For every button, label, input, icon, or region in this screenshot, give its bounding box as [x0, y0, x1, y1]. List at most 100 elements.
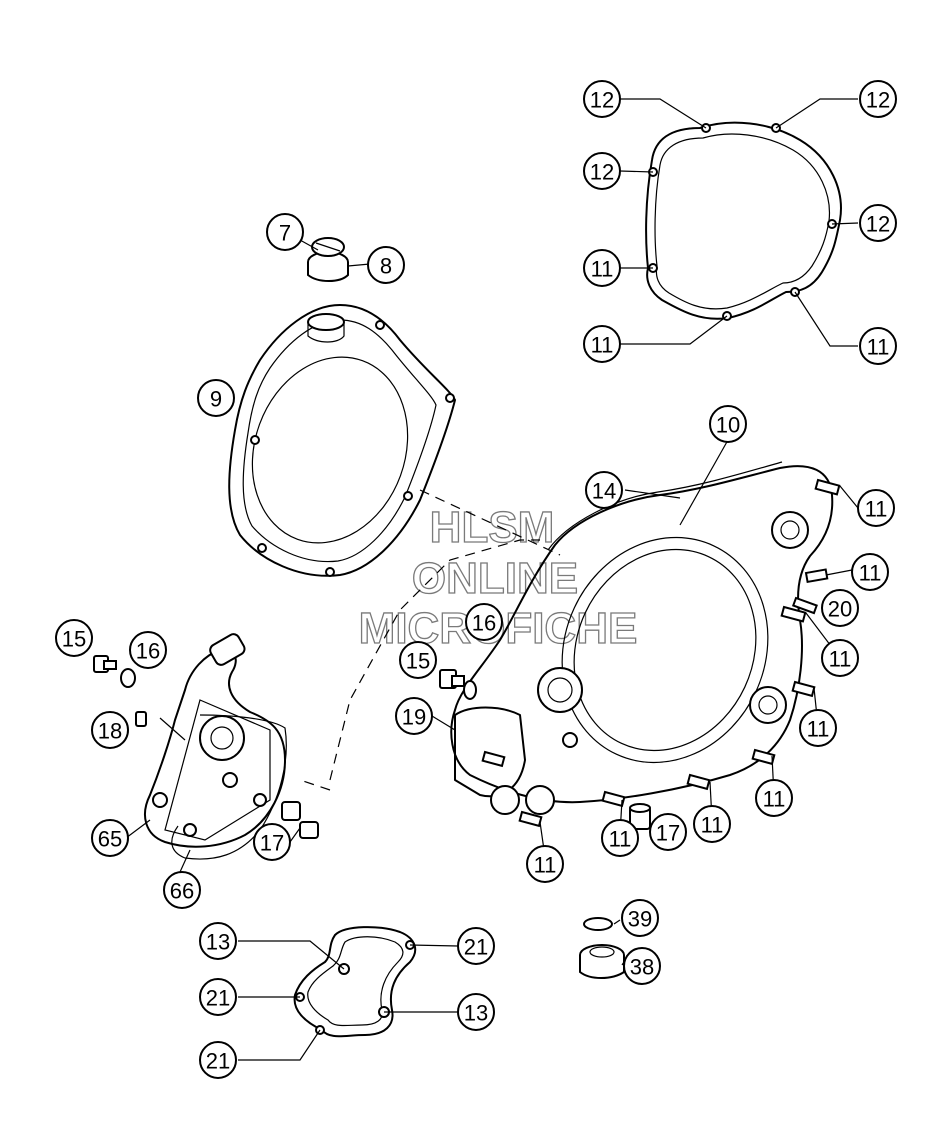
callout-circle	[851, 553, 889, 591]
callout-label: 13	[464, 1001, 488, 1026]
watermark-line-1: HLSM	[430, 503, 555, 552]
callout-66: 66	[163, 871, 201, 909]
callout-circle	[91, 819, 129, 857]
dowel-pin	[791, 596, 818, 615]
callout-label: 15	[406, 649, 430, 674]
water-pump-cover	[144, 633, 286, 848]
callout-13: 13	[199, 922, 237, 960]
dowel-sleeves-left	[281, 801, 319, 839]
callout-label: 21	[464, 935, 488, 960]
callout-9: 9	[197, 379, 235, 417]
outer-clutch-cover	[228, 304, 456, 577]
callout-17: 17	[649, 813, 687, 851]
callout-circle	[799, 709, 837, 747]
callout-circle	[199, 922, 237, 960]
callout-circle	[621, 899, 659, 937]
callout-circle	[129, 631, 167, 669]
assembly-line-2	[419, 489, 561, 556]
callout-11: 11	[859, 327, 897, 365]
bolts	[481, 478, 841, 828]
callout-label: 16	[136, 639, 160, 664]
callout-circle	[457, 927, 495, 965]
callout-label: 11	[609, 827, 632, 852]
callout-circle	[693, 805, 731, 843]
callout-circle	[601, 819, 639, 857]
dowel-sleeve	[629, 803, 651, 830]
callout-label: 12	[866, 212, 890, 237]
callout-65: 65	[91, 819, 129, 857]
callout-11: 11	[821, 639, 859, 677]
callout-circle	[583, 152, 621, 190]
callout-7: 7	[266, 213, 304, 251]
callout-circle	[755, 779, 793, 817]
callout-11: 11	[583, 325, 621, 363]
callout-11: 11	[799, 709, 837, 747]
callout-circle	[583, 249, 621, 287]
callout-12: 12	[859, 204, 897, 242]
drain-plug	[439, 669, 477, 700]
callout-label: 11	[807, 717, 830, 742]
callout-label: 11	[859, 561, 882, 586]
callout-label: 11	[701, 813, 724, 838]
callout-label: 8	[380, 254, 392, 279]
callout-circle	[623, 947, 661, 985]
assembly-line-3	[299, 779, 331, 791]
callout-label: 11	[534, 853, 557, 878]
callout-circle	[199, 1041, 237, 1079]
callout-label: 9	[210, 387, 222, 412]
callout-circle	[199, 978, 237, 1016]
callout-38: 38	[623, 947, 661, 985]
callout-21: 21	[199, 978, 237, 1016]
callout-circle	[709, 405, 747, 443]
callout-12: 12	[583, 152, 621, 190]
callout-label: 11	[867, 335, 890, 360]
callout-label: 11	[763, 787, 786, 812]
callout-circle	[859, 204, 897, 242]
left-nipple	[135, 711, 147, 727]
callout-circle	[457, 993, 495, 1031]
oil-filler-plug	[307, 237, 349, 282]
water-pump-cover-gasket	[293, 926, 417, 1038]
callout-label: 11	[829, 647, 852, 672]
bottom-gasket-leaders	[238, 940, 459, 1061]
callout-15: 15	[55, 619, 93, 657]
callout-label: 66	[170, 879, 194, 904]
callout-16: 16	[129, 631, 167, 669]
callout-circle	[465, 603, 503, 641]
callout-label: 38	[630, 955, 654, 980]
callout-label: 21	[206, 986, 230, 1011]
callout-circle	[253, 823, 291, 861]
callout-circle	[91, 711, 129, 749]
callout-circle	[583, 80, 621, 118]
callout-17: 17	[253, 823, 291, 861]
callout-circle	[55, 619, 93, 657]
watermark-line-2: ONLINE	[412, 554, 578, 603]
callout-11: 11	[526, 845, 564, 883]
callout-circle	[399, 641, 437, 679]
callout-label: 11	[865, 497, 888, 522]
callout-circle	[585, 471, 623, 509]
callout-label: 65	[98, 827, 122, 852]
leader-39	[613, 919, 621, 925]
leader-7	[299, 239, 319, 251]
callout-19: 19	[395, 697, 433, 735]
callout-label: 12	[590, 160, 614, 185]
callout-label: 16	[472, 611, 496, 636]
callout-circle	[583, 325, 621, 363]
callout-12: 12	[859, 80, 897, 118]
callout-8: 8	[367, 246, 405, 284]
callout-12: 12	[583, 80, 621, 118]
callout-label: 10	[716, 413, 740, 438]
callout-label: 11	[591, 257, 614, 282]
leader-8	[347, 263, 371, 267]
callout-label: 11	[591, 333, 614, 358]
callout-11: 11	[693, 805, 731, 843]
left-screw	[93, 655, 117, 673]
left-leaders	[125, 715, 456, 873]
gasket-leaders	[619, 98, 859, 347]
callout-11: 11	[857, 489, 895, 527]
callout-21: 21	[457, 927, 495, 965]
callout-14: 14	[585, 471, 623, 509]
